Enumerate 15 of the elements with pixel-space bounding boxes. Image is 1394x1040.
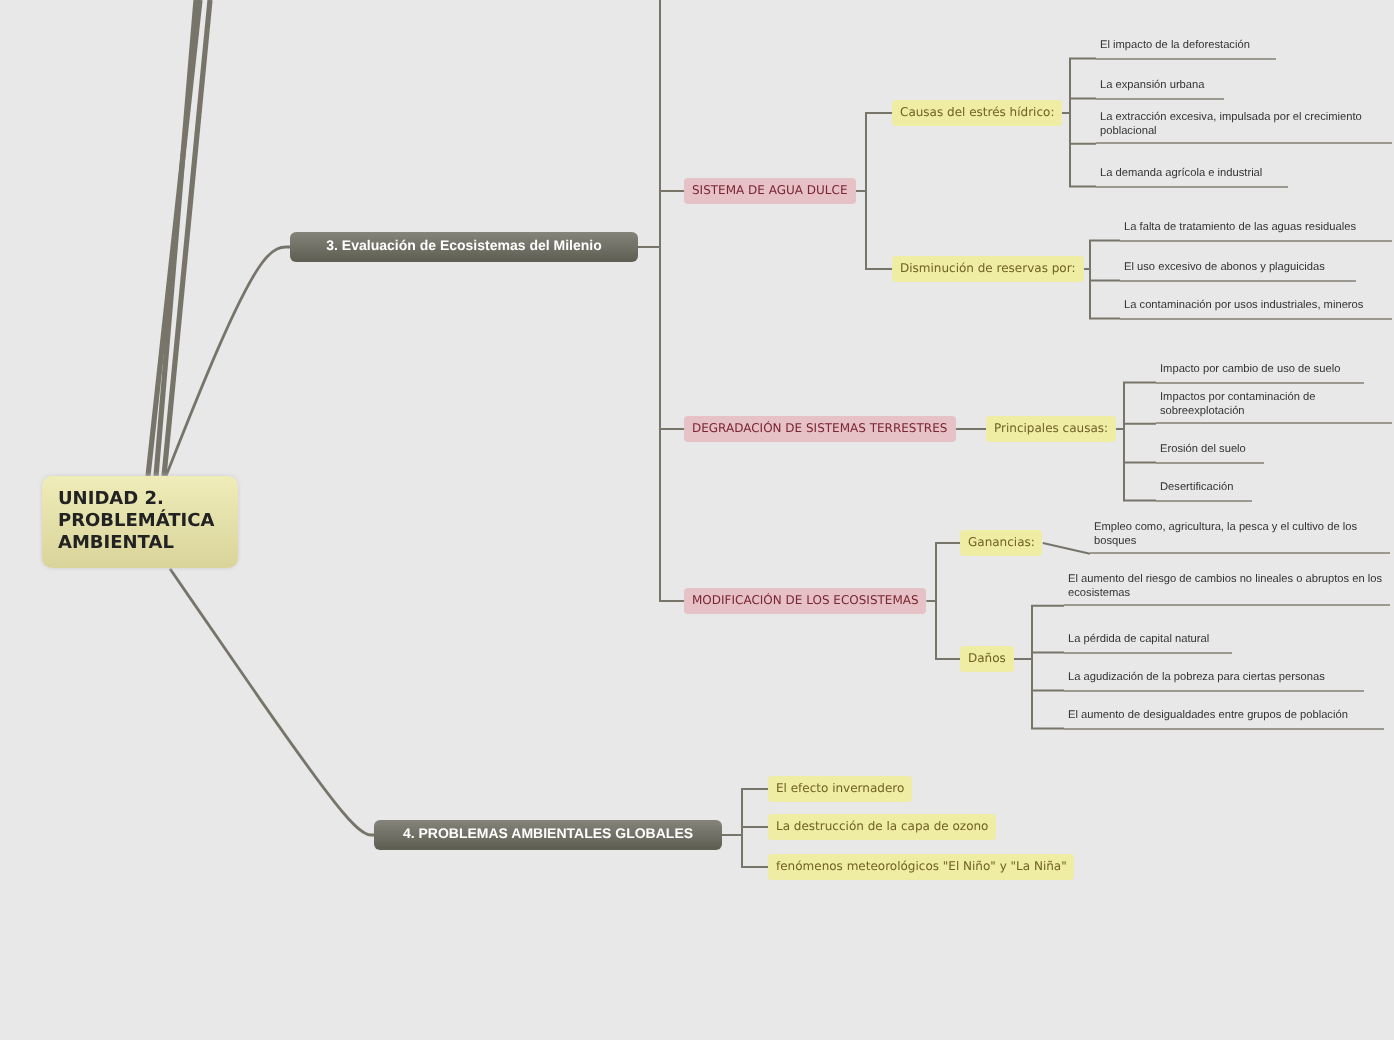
connector: [168, 568, 374, 837]
connector: [164, 245, 290, 477]
connector: [954, 428, 987, 430]
connector: [854, 190, 893, 270]
connector: [153, 0, 199, 477]
central-topic-box: UNIDAD 2. PROBLEMÁTICA AMBIENTAL: [42, 476, 238, 569]
connector: [1012, 658, 1065, 730]
connector: [145, 0, 203, 477]
connector: [721, 834, 769, 868]
connector: [1061, 112, 1097, 188]
connector: [161, 0, 213, 477]
connector: [1082, 268, 1121, 320]
connector: [637, 246, 685, 602]
connector: [925, 600, 961, 660]
connector: [1041, 542, 1091, 555]
